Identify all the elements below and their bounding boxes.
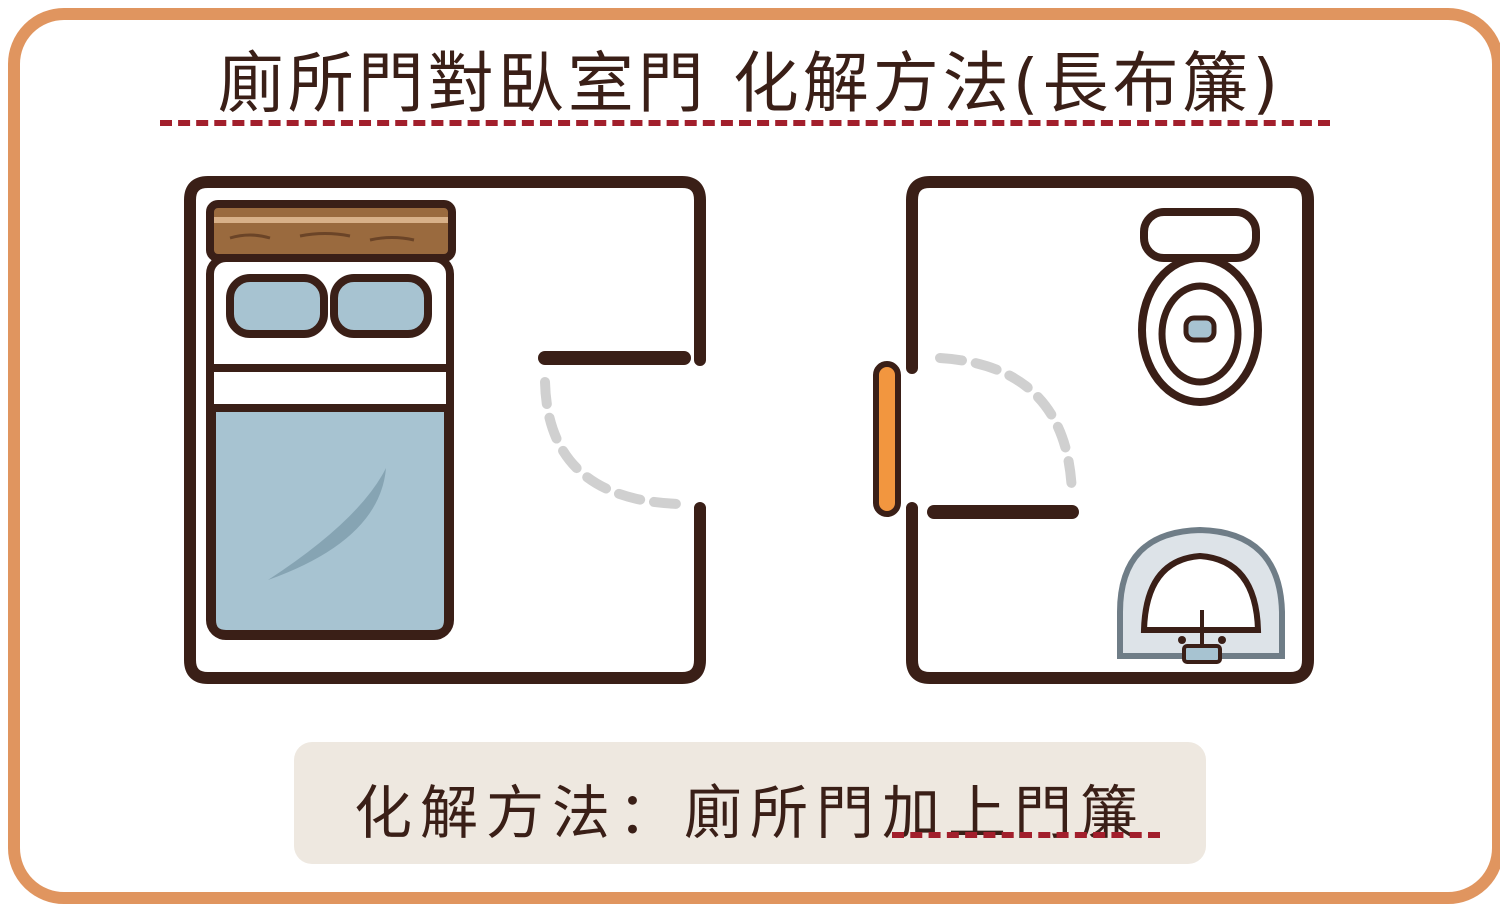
- title-dashed-underline: [160, 120, 1330, 126]
- pillow-icon: [330, 274, 432, 338]
- faucet: [1182, 644, 1222, 664]
- bathroom-door-swing: [935, 353, 1077, 499]
- toilet-icon: [1138, 208, 1262, 406]
- pillow-icon: [226, 274, 328, 338]
- toilet-tank: [1140, 208, 1260, 262]
- caption-dashed-underline: [892, 832, 1160, 838]
- door-curtain-icon: [873, 361, 901, 517]
- diagram-title: 廁所門對臥室門 化解方法(長布簾): [217, 45, 1283, 122]
- washbasin-icon: [1117, 526, 1285, 664]
- headboard: [206, 200, 456, 262]
- bed-icon: [206, 200, 456, 640]
- bathroom-wall: [906, 176, 1314, 684]
- blanket: [208, 404, 452, 638]
- bedroom-door-swing: [540, 377, 685, 509]
- caption-box: 化解方法：廁所門加上門簾: [294, 742, 1206, 864]
- bathroom: [873, 176, 1314, 684]
- bedroom-wall: [184, 176, 706, 684]
- bedroom: [184, 176, 706, 684]
- basin-inner: [1140, 552, 1262, 633]
